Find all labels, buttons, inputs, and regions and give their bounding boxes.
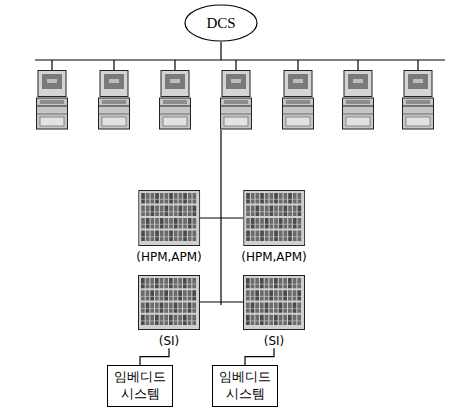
controller-rack: (HPM,APM): [136, 190, 202, 264]
controller-rack: (HPM,APM): [241, 190, 307, 264]
rack-label: (SI): [159, 335, 180, 348]
system-ellipse: DCS: [184, 4, 258, 42]
workstation-icons: [37, 71, 434, 130]
system-box: 임베디드 시스템: [107, 365, 173, 407]
connector-line: [140, 348, 169, 365]
rack-icon: [138, 275, 200, 330]
rack-label: (HPM,APM): [136, 251, 202, 264]
system-box: 임베디드 시스템: [212, 365, 278, 407]
network-wires: [35, 42, 445, 305]
rack-icon: [243, 190, 305, 246]
controller-rack: (SI): [243, 275, 305, 348]
rack-label: (SI): [264, 335, 285, 348]
node-label: 임베디드 시스템: [219, 369, 271, 403]
node-label: 임베디드 시스템: [114, 369, 166, 403]
rack-icon: [138, 190, 200, 246]
connector-line: [245, 348, 274, 365]
node-label: DCS: [206, 15, 235, 32]
controller-rack: (SI): [138, 275, 200, 348]
rack-icon: [243, 275, 305, 330]
rack-label: (HPM,APM): [241, 251, 307, 264]
